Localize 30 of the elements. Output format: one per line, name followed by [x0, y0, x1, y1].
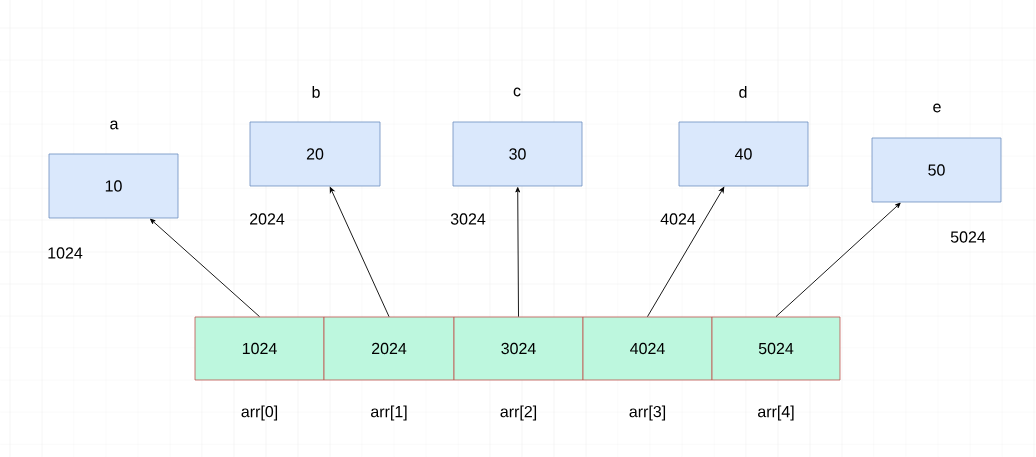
- value-box: 20: [249, 121, 381, 187]
- index-label: arr[0]: [241, 405, 278, 421]
- array-cell: 1024: [194, 316, 325, 381]
- arrow: [150, 218, 260, 318]
- variable-name: d: [739, 86, 747, 98]
- address-label: 1024: [48, 247, 83, 259]
- address-label: 3024: [450, 213, 486, 225]
- address-label: 4024: [660, 213, 696, 225]
- value-box: 50: [871, 137, 1002, 203]
- value-box: 10: [48, 153, 179, 219]
- address-label: 2024: [250, 213, 285, 225]
- array-cell: 5024: [711, 316, 841, 381]
- value-box: 40: [678, 121, 809, 187]
- index-label: arr[1]: [371, 405, 407, 421]
- address-label: 5024: [950, 231, 986, 243]
- variable-name: c: [513, 87, 521, 97]
- value-box: 30: [452, 121, 583, 187]
- array-cell: 2024: [323, 316, 455, 381]
- variable-name: a: [110, 120, 119, 130]
- arrow: [775, 202, 901, 318]
- index-label: arr[4]: [758, 405, 794, 421]
- variable-name: b: [312, 86, 320, 98]
- arrow: [647, 186, 725, 318]
- arrow: [515, 187, 521, 318]
- arrow: [329, 187, 390, 318]
- array-cell: 4024: [582, 316, 713, 381]
- index-label: arr[2]: [500, 405, 537, 421]
- array-cell: 3024: [453, 316, 584, 381]
- variable-name: e: [933, 103, 941, 113]
- index-label: arr[3]: [629, 405, 666, 421]
